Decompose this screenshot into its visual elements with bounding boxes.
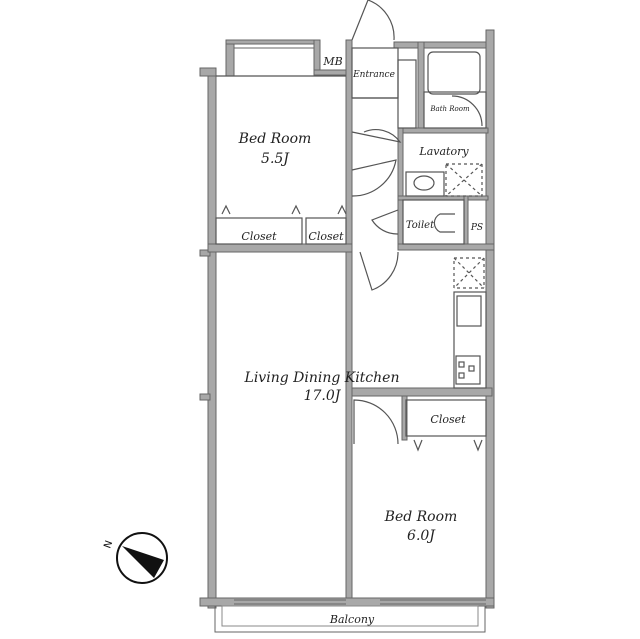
closet-3-label: Closet <box>430 413 466 426</box>
bedroom-1-label: Bed Room <box>238 131 312 147</box>
fixtures <box>215 0 487 452</box>
closet-2-label: Closet <box>308 230 344 243</box>
mb-label: MB <box>322 55 342 68</box>
windows <box>234 43 486 605</box>
balcony-label: Balcony <box>329 613 375 626</box>
balcony-inner <box>221 605 479 627</box>
bedroom-1-size: 5.5J <box>261 151 290 167</box>
ps-label: PS <box>470 223 483 233</box>
toilet-label: Toilet <box>406 220 435 231</box>
bedroom-2-label: Bed Room <box>384 509 458 525</box>
ldk-size: 17.0J <box>304 388 342 404</box>
bathroom-label: Bath Room <box>429 105 470 113</box>
closet-1-label: Closet <box>241 230 277 243</box>
bedroom-2-size: 6.0J <box>407 528 436 544</box>
lavatory-label: Lavatory <box>418 145 469 158</box>
ldk-label: Living Dining Kitchen <box>244 370 400 386</box>
entrance-label: Entrance <box>352 70 395 80</box>
compass-north-label: N <box>102 539 115 550</box>
compass-icon: N <box>102 532 168 584</box>
